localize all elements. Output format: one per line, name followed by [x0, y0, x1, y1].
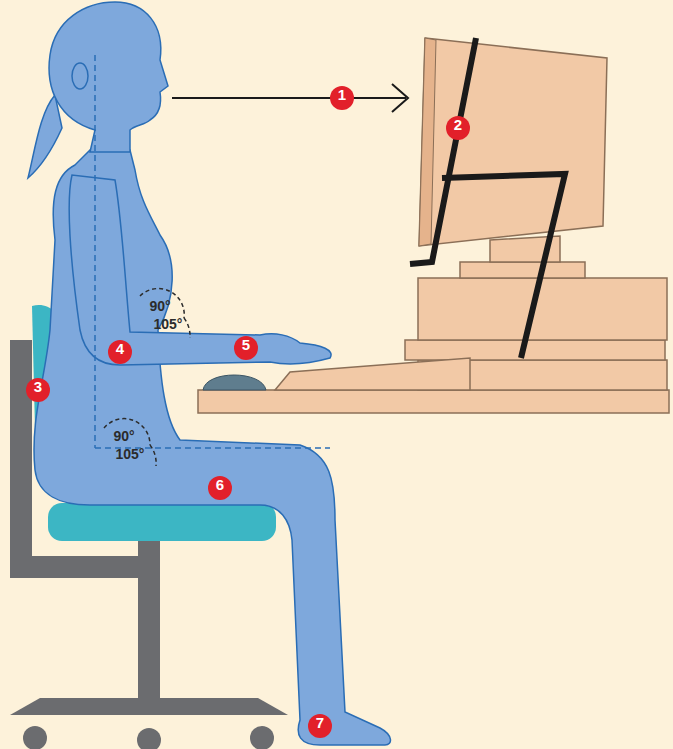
angle-label: 90° [113, 429, 134, 443]
monitor-base [460, 262, 585, 278]
angle-arc [104, 419, 150, 445]
chair-wheel [250, 726, 274, 749]
chair-seat [48, 503, 276, 541]
hair-ponytail [28, 95, 62, 178]
chair-wheel [23, 726, 47, 749]
callout-number: 1 [330, 86, 354, 110]
callout-number: 4 [108, 340, 132, 364]
chair-arm-support [10, 556, 150, 578]
chair-base [10, 698, 288, 715]
head [49, 2, 168, 152]
monitor [419, 38, 607, 246]
desk [198, 390, 669, 413]
computer-box [418, 278, 667, 340]
angle-label: 105° [154, 317, 183, 331]
glare-guide-line [410, 38, 476, 264]
ear [72, 63, 88, 89]
callout-number: 6 [208, 476, 232, 500]
body [34, 150, 390, 745]
line-of-sight [172, 97, 406, 99]
angle-arc [184, 318, 190, 338]
posture-line [94, 55, 96, 448]
arm [69, 175, 331, 365]
angle-label: 90° [149, 299, 170, 313]
chair-post [10, 340, 32, 578]
angle-label: 105° [116, 447, 145, 461]
arrowhead [392, 84, 408, 112]
callout-number: 5 [234, 336, 258, 360]
callout-number: 2 [446, 116, 470, 140]
callout-number: 3 [26, 378, 50, 402]
computer-box [405, 340, 665, 360]
wrist-rest [203, 375, 266, 390]
glare-guide-line [442, 174, 565, 358]
angle-arc [150, 445, 156, 466]
chair-column [138, 535, 160, 700]
callout-number: 7 [308, 714, 332, 738]
chair-wheel [137, 728, 161, 749]
angle-arc [140, 289, 184, 318]
monitor-edge [419, 38, 436, 246]
